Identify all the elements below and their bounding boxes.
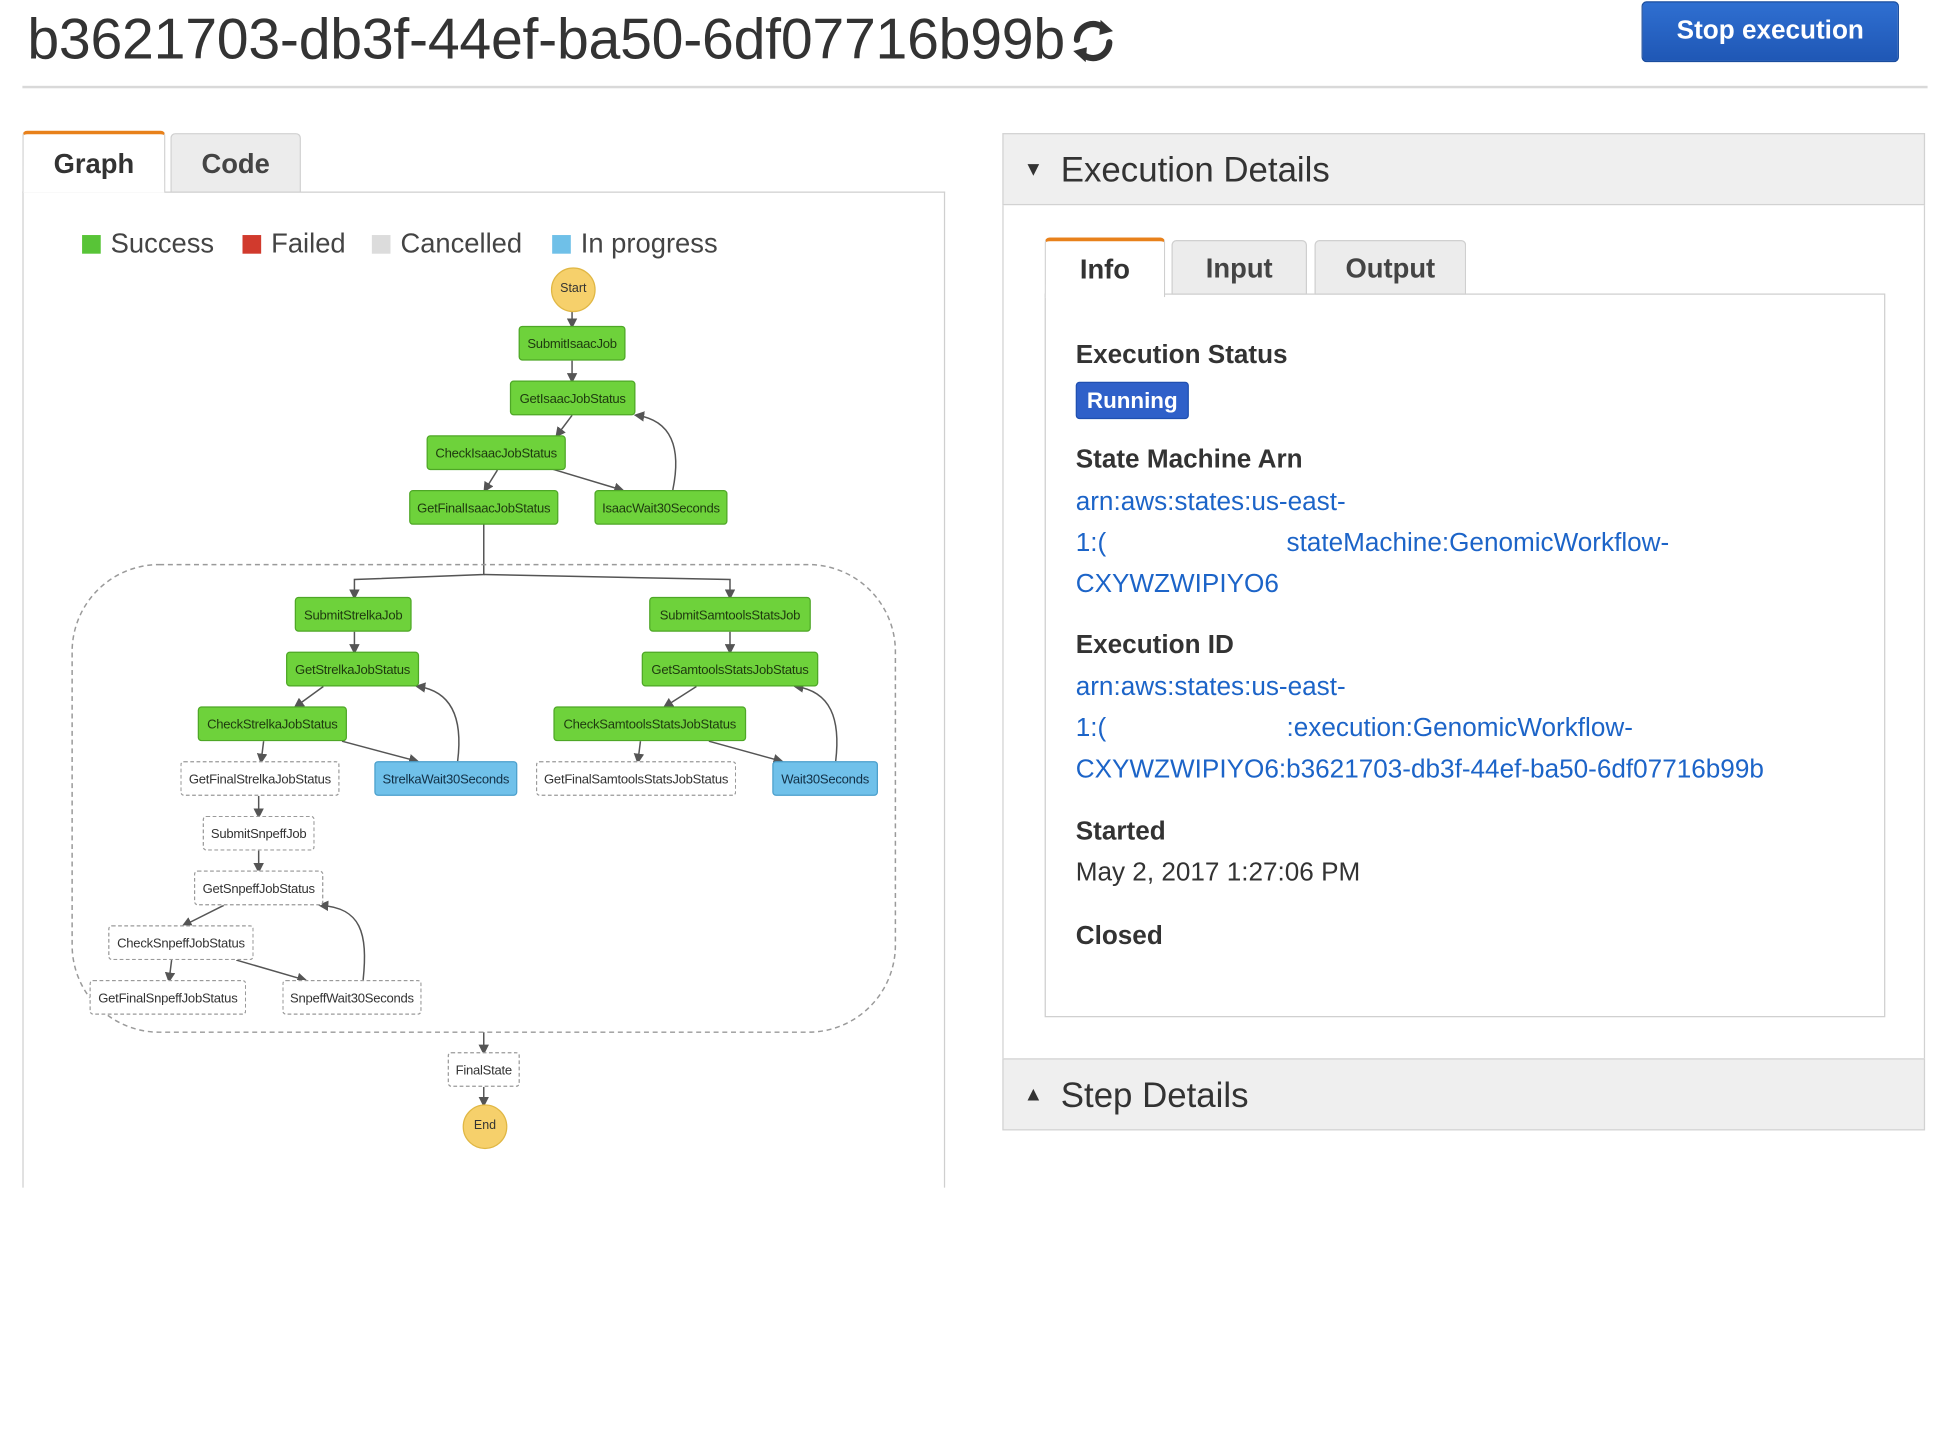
graph-canvas <box>22 191 946 1188</box>
execution-id-link-line3[interactable]: CXYWZWIPIYO6:b3621703-db3f-44ef-ba50-6df… <box>1075 754 1764 784</box>
legend-label: Failed <box>271 227 346 259</box>
exec-prefix: 1:( <box>1075 713 1107 743</box>
redacted-account <box>1106 523 1287 551</box>
end-node[interactable]: End <box>462 1104 508 1150</box>
in-progress-swatch <box>552 235 571 254</box>
tab-input[interactable]: Input <box>1171 240 1308 295</box>
step-details-header[interactable]: ▲ Step Details <box>1002 1058 1926 1131</box>
section-title: Execution Details <box>1060 150 1330 190</box>
arn-suffix: stateMachine:GenomicWorkflow- <box>1286 528 1670 558</box>
node-wait-30-seconds[interactable]: Wait30Seconds <box>772 761 878 796</box>
started-value: May 2, 2017 1:27:06 PM <box>1075 858 1361 887</box>
node-check-snpeff-job-status[interactable]: CheckSnpeffJobStatus <box>108 925 254 961</box>
node-submit-strelka-job[interactable]: SubmitStrelkaJob <box>294 596 412 632</box>
node-get-final-strelka-job-status[interactable]: GetFinalStrelkaJobStatus <box>180 761 340 796</box>
legend-cancelled: Cancelled <box>371 227 523 260</box>
node-check-samtools-stats-job-status[interactable]: CheckSamtoolsStatsJobStatus <box>553 706 747 742</box>
execution-id-label: Execution ID <box>1075 630 1234 660</box>
node-submit-isaac-job[interactable]: SubmitIsaacJob <box>518 325 626 361</box>
tab-output[interactable]: Output <box>1314 240 1467 295</box>
refresh-icon[interactable] <box>1067 15 1119 67</box>
legend-success: Success <box>82 228 214 260</box>
node-strelka-wait-30-seconds[interactable]: StrelkaWait30Seconds <box>374 761 518 796</box>
node-isaac-wait-30-seconds[interactable]: IsaacWait30Seconds <box>594 489 728 525</box>
node-get-snpeff-job-status[interactable]: GetSnpeffJobStatus <box>194 870 324 906</box>
section-title: Step Details <box>1060 1075 1249 1115</box>
arn-prefix: 1:( <box>1075 528 1107 558</box>
node-get-samtools-stats-job-status[interactable]: GetSamtoolsStatsJobStatus <box>641 651 819 687</box>
node-get-final-snpeff-job-status[interactable]: GetFinalSnpeffJobStatus <box>89 979 247 1015</box>
caret-up-icon: ▲ <box>1023 1084 1044 1106</box>
node-submit-samtools-stats-job[interactable]: SubmitSamtoolsStatsJob <box>649 596 811 632</box>
node-get-final-isaac-job-status[interactable]: GetFinalIsaacJobStatus <box>409 489 559 525</box>
info-panel <box>1044 293 1886 1018</box>
legend-label: Cancelled <box>400 227 523 259</box>
node-check-strelka-job-status[interactable]: CheckStrelkaJobStatus <box>197 706 347 742</box>
header-divider <box>22 85 1928 89</box>
execution-details-header[interactable]: ▼ Execution Details <box>1002 133 1926 206</box>
node-submit-snpeff-job[interactable]: SubmitSnpeffJob <box>202 815 315 851</box>
state-machine-arn-link-line1[interactable]: arn:aws:states:us-east- <box>1075 487 1346 517</box>
state-machine-arn-label: State Machine Arn <box>1075 445 1303 474</box>
node-snpeff-wait-30-seconds[interactable]: SnpeffWait30Seconds <box>282 979 422 1015</box>
cancelled-swatch <box>371 235 391 254</box>
node-get-isaac-job-status[interactable]: GetIsaacJobStatus <box>509 380 636 416</box>
status-badge: Running <box>1075 381 1189 420</box>
redacted-account <box>1106 708 1287 737</box>
legend-in-progress: In progress <box>552 227 718 260</box>
tab-info[interactable]: Info <box>1044 237 1166 298</box>
execution-details-body <box>1002 205 1926 1059</box>
legend-label: Success <box>110 227 215 259</box>
node-get-strelka-job-status[interactable]: GetStrelkaJobStatus <box>286 651 420 687</box>
stop-execution-button[interactable]: Stop execution <box>1641 1 1899 63</box>
started-label: Started <box>1075 817 1166 846</box>
node-final-state[interactable]: FinalState <box>447 1052 520 1087</box>
failed-swatch <box>242 235 262 254</box>
execution-id-link-line1[interactable]: arn:aws:states:us-east- <box>1075 672 1346 702</box>
start-node[interactable]: Start <box>550 267 596 313</box>
execution-id-link-line2[interactable]: 1:( :execution:GenomicWorkflow- <box>1076 708 1633 749</box>
exec-suffix: :execution:GenomicWorkflow- <box>1286 713 1633 743</box>
tab-graph[interactable]: Graph <box>22 130 166 193</box>
state-machine-arn-link-line3[interactable]: CXYWZWIPIYO6 <box>1075 569 1279 599</box>
caret-down-icon: ▼ <box>1023 159 1044 181</box>
closed-label: Closed <box>1075 921 1163 951</box>
node-check-isaac-job-status[interactable]: CheckIsaacJobStatus <box>426 435 566 471</box>
success-swatch <box>82 235 101 254</box>
node-get-final-samtools-stats-job-status[interactable]: GetFinalSamtoolsStatsJobStatus <box>535 761 737 796</box>
execution-status-label: Execution Status <box>1075 340 1288 370</box>
legend-label: In progress <box>580 227 718 259</box>
state-machine-arn-link-line2[interactable]: 1:( stateMachine:GenomicWorkflow- <box>1075 522 1670 563</box>
tab-code[interactable]: Code <box>170 133 301 193</box>
page-title: b3621703-db3f-44ef-ba50-6df07716b99b <box>27 6 1065 71</box>
legend-failed: Failed <box>242 227 346 260</box>
